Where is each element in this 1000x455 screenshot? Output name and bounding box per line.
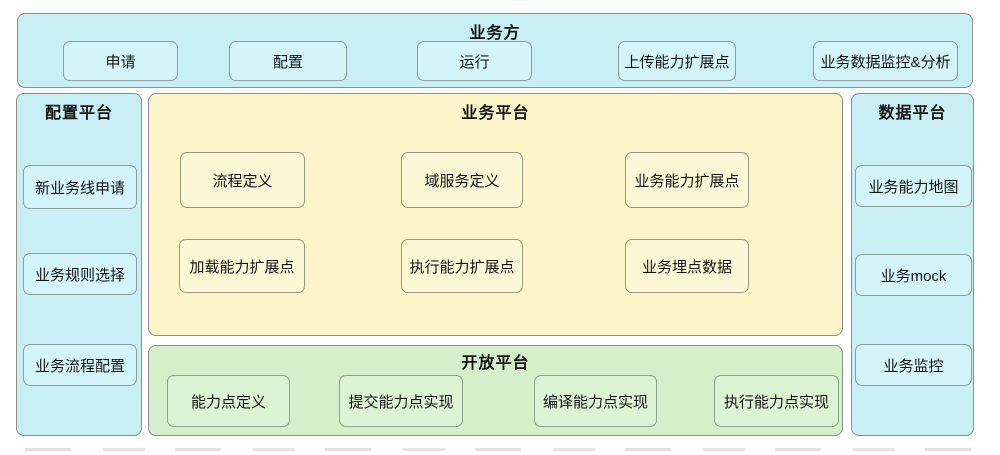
node-run: 运行 xyxy=(417,41,532,81)
node-execute-capability-extension: 执行能力扩展点 xyxy=(401,239,523,293)
cropped-edge-artifact xyxy=(25,448,985,451)
node-execute-capability-impl: 执行能力点实现 xyxy=(714,375,839,427)
node-business-monitoring: 业务监控 xyxy=(855,344,972,386)
business-platform-title: 业务平台 xyxy=(461,105,530,122)
node-data-monitoring-analysis: 业务数据监控&分析 xyxy=(813,41,958,81)
node-load-capability-extension: 加载能力扩展点 xyxy=(179,239,305,293)
node-upload-capability-extension: 上传能力扩展点 xyxy=(618,41,736,81)
data-platform-title: 数据平台 xyxy=(878,105,947,122)
node-business-tracking-data: 业务埋点数据 xyxy=(625,239,749,293)
node-capability-point-definition: 能力点定义 xyxy=(167,375,290,427)
node-business-capability-map: 业务能力地图 xyxy=(855,165,972,207)
panel-business-party: 业务方 申请 配置 运行 上传能力扩展点 业务数据监控&分析 xyxy=(17,13,973,88)
open-platform-title: 开放平台 xyxy=(461,355,530,372)
business-party-title: 业务方 xyxy=(469,25,521,42)
config-platform-title: 配置平台 xyxy=(44,105,113,122)
node-business-rule-select: 业务规则选择 xyxy=(23,253,137,295)
panel-config-platform: 配置平台 新业务线申请 业务规则选择 业务流程配置 xyxy=(16,93,142,436)
panel-open-platform: 开放平台 能力点定义 提交能力点实现 编译能力点实现 执行能力点实现 xyxy=(148,345,843,436)
panel-business-platform: 业务平台 流程定义 域服务定义 业务能力扩展点 加载能力扩展点 执行能力扩展点 … xyxy=(148,93,843,336)
node-new-business-line-apply: 新业务线申请 xyxy=(23,165,137,209)
panel-data-platform: 数据平台 业务能力地图 业务mock 业务监控 xyxy=(851,93,974,436)
node-domain-service-definition: 域服务定义 xyxy=(401,152,523,208)
node-business-mock: 业务mock xyxy=(855,254,972,296)
node-business-capability-extension: 业务能力扩展点 xyxy=(625,152,749,208)
node-configure: 配置 xyxy=(229,41,347,81)
node-apply: 申请 xyxy=(63,41,178,81)
node-business-process-config: 业务流程配置 xyxy=(23,344,137,386)
node-submit-capability-impl: 提交能力点实现 xyxy=(339,375,463,427)
node-process-definition: 流程定义 xyxy=(180,152,305,208)
node-compile-capability-impl: 编译能力点实现 xyxy=(534,375,657,427)
